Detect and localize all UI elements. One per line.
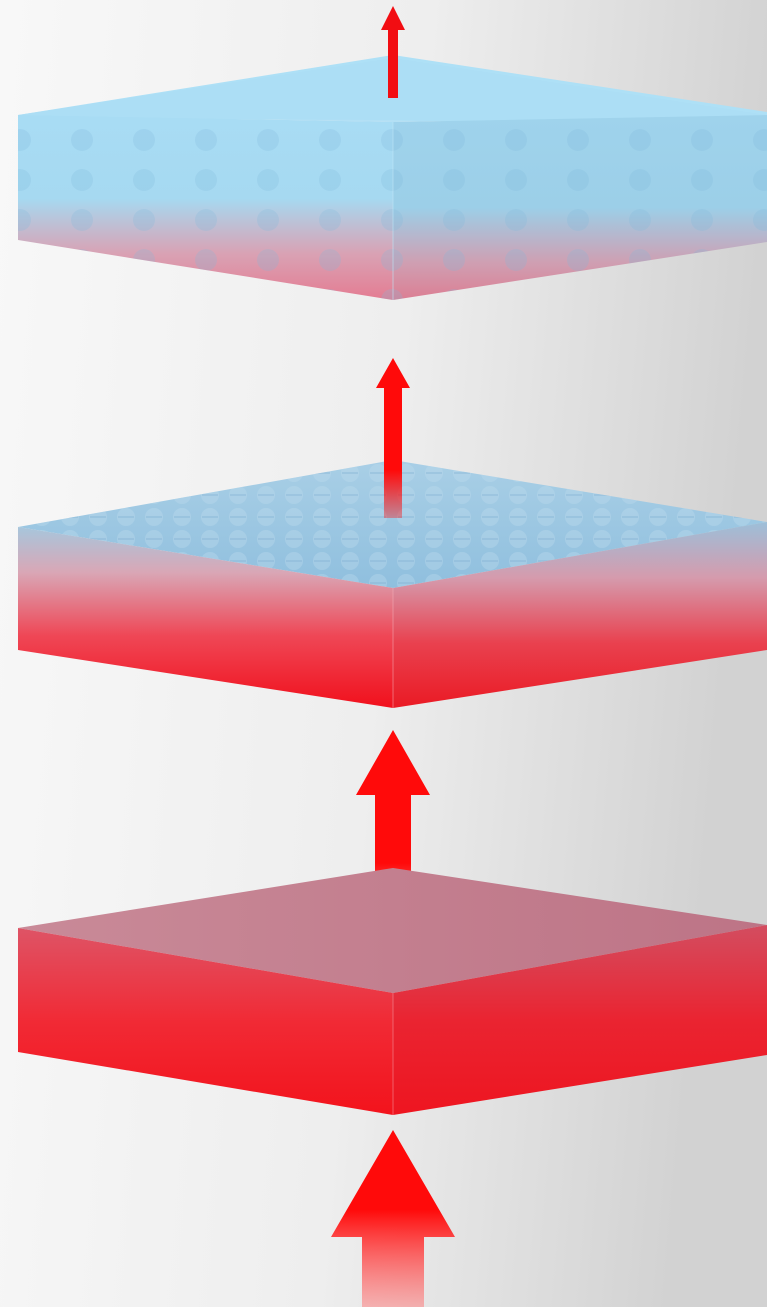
up-arrow-icon bbox=[331, 1130, 455, 1307]
bottom-layer-front-right-face bbox=[393, 925, 767, 1115]
middle-layer-front-right-face bbox=[393, 522, 767, 708]
up-arrow-icon bbox=[376, 358, 410, 518]
middle-layer-front-left-face bbox=[18, 527, 393, 708]
up-arrow-icon bbox=[356, 730, 430, 920]
top-layer bbox=[18, 55, 767, 300]
bottom-layer bbox=[18, 868, 767, 1115]
bottom-layer-front-left-face bbox=[18, 928, 393, 1115]
up-arrow-icon bbox=[381, 6, 405, 98]
middle-layer bbox=[18, 460, 767, 708]
bottom-layer-top-face bbox=[18, 868, 767, 993]
